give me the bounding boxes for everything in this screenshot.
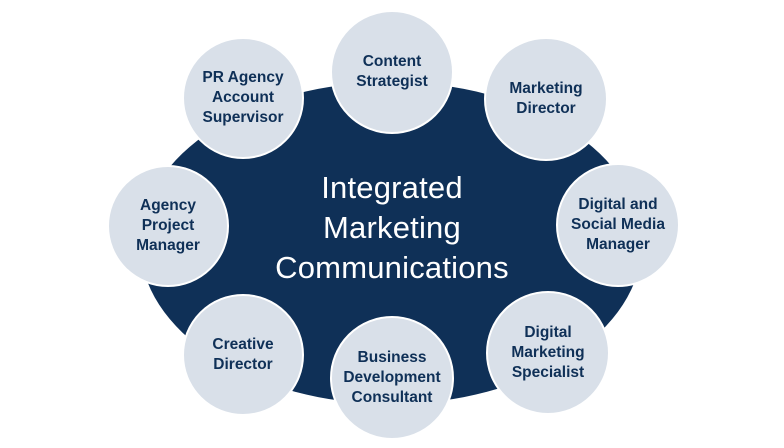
role-label: PR Agency Account Supervisor xyxy=(202,69,284,126)
role-label: Digital Marketing Specialist xyxy=(511,324,585,381)
role-node-agency-project-manager: Agency Project Manager xyxy=(107,165,229,287)
role-label: Business Development Consultant xyxy=(343,349,441,406)
role-node-business-development-consultant: Business Development Consultant xyxy=(330,316,454,440)
role-node-creative-director: Creative Director xyxy=(182,294,304,416)
role-label: Marketing Director xyxy=(509,80,583,117)
role-node-marketing-director: Marketing Director xyxy=(484,37,608,161)
role-label: Creative Director xyxy=(212,336,274,373)
role-label: Digital and Social Media Manager xyxy=(571,196,665,253)
hub-title: Integrated Marketing Communications xyxy=(275,170,509,285)
role-node-pr-agency-account-supervisor: PR Agency Account Supervisor xyxy=(182,37,304,159)
role-node-content-strategist: Content Strategist xyxy=(330,10,454,134)
role-label: Content Strategist xyxy=(356,53,428,90)
role-node-digital-social-media-manager: Digital and Social Media Manager xyxy=(556,163,680,287)
role-node-digital-marketing-specialist: Digital Marketing Specialist xyxy=(486,291,610,415)
role-label: Agency Project Manager xyxy=(136,197,200,254)
